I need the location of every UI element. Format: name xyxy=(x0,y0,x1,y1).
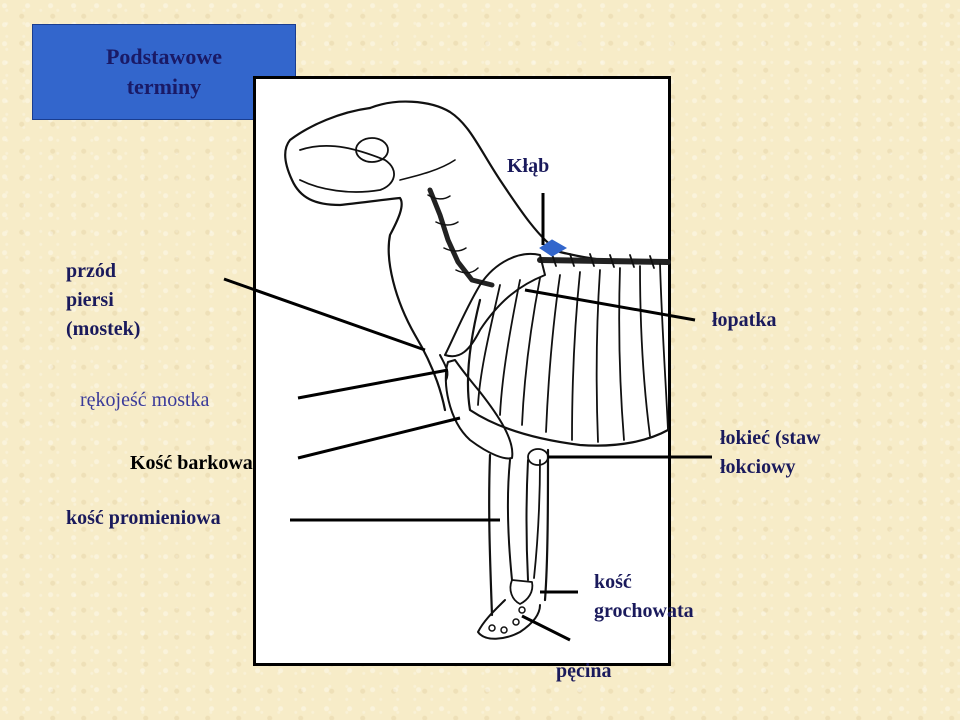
radius-shape xyxy=(506,459,529,581)
title-box: Podstawowe terminy xyxy=(32,24,296,120)
label-rekojesc-mostka: rękojeść mostka xyxy=(80,389,210,411)
label-przod-piersi: przód piersi (mostek) xyxy=(66,260,141,340)
label-kosc-barkowa: Kość barkowa xyxy=(130,452,253,474)
pointer-kosc-barkowa xyxy=(297,416,461,460)
label-lopatka: łopatka xyxy=(712,309,777,331)
label-kosc-grochowata: kość grochowata xyxy=(594,571,694,622)
humerus-shape xyxy=(444,359,514,460)
label-kosc-promieniowa: kość promieniowa xyxy=(66,507,221,529)
withers-marker xyxy=(539,239,568,257)
pointer-rekojesc-mostka xyxy=(297,368,449,400)
label-pecina: pęcina xyxy=(556,660,612,682)
slide-title: Podstawowe terminy xyxy=(105,44,223,99)
pointer-przod-piersi xyxy=(223,277,426,352)
label-lokiec: łokieć (staw łokciowy xyxy=(720,427,821,478)
ribcage-outline xyxy=(466,298,670,447)
head-outline xyxy=(284,106,447,412)
dog-outline xyxy=(368,100,670,264)
scapula-shape xyxy=(444,252,546,358)
pointer-lopatka xyxy=(524,288,696,322)
label-klab: Kłąb xyxy=(507,155,550,177)
pointer-pecina xyxy=(521,614,571,642)
